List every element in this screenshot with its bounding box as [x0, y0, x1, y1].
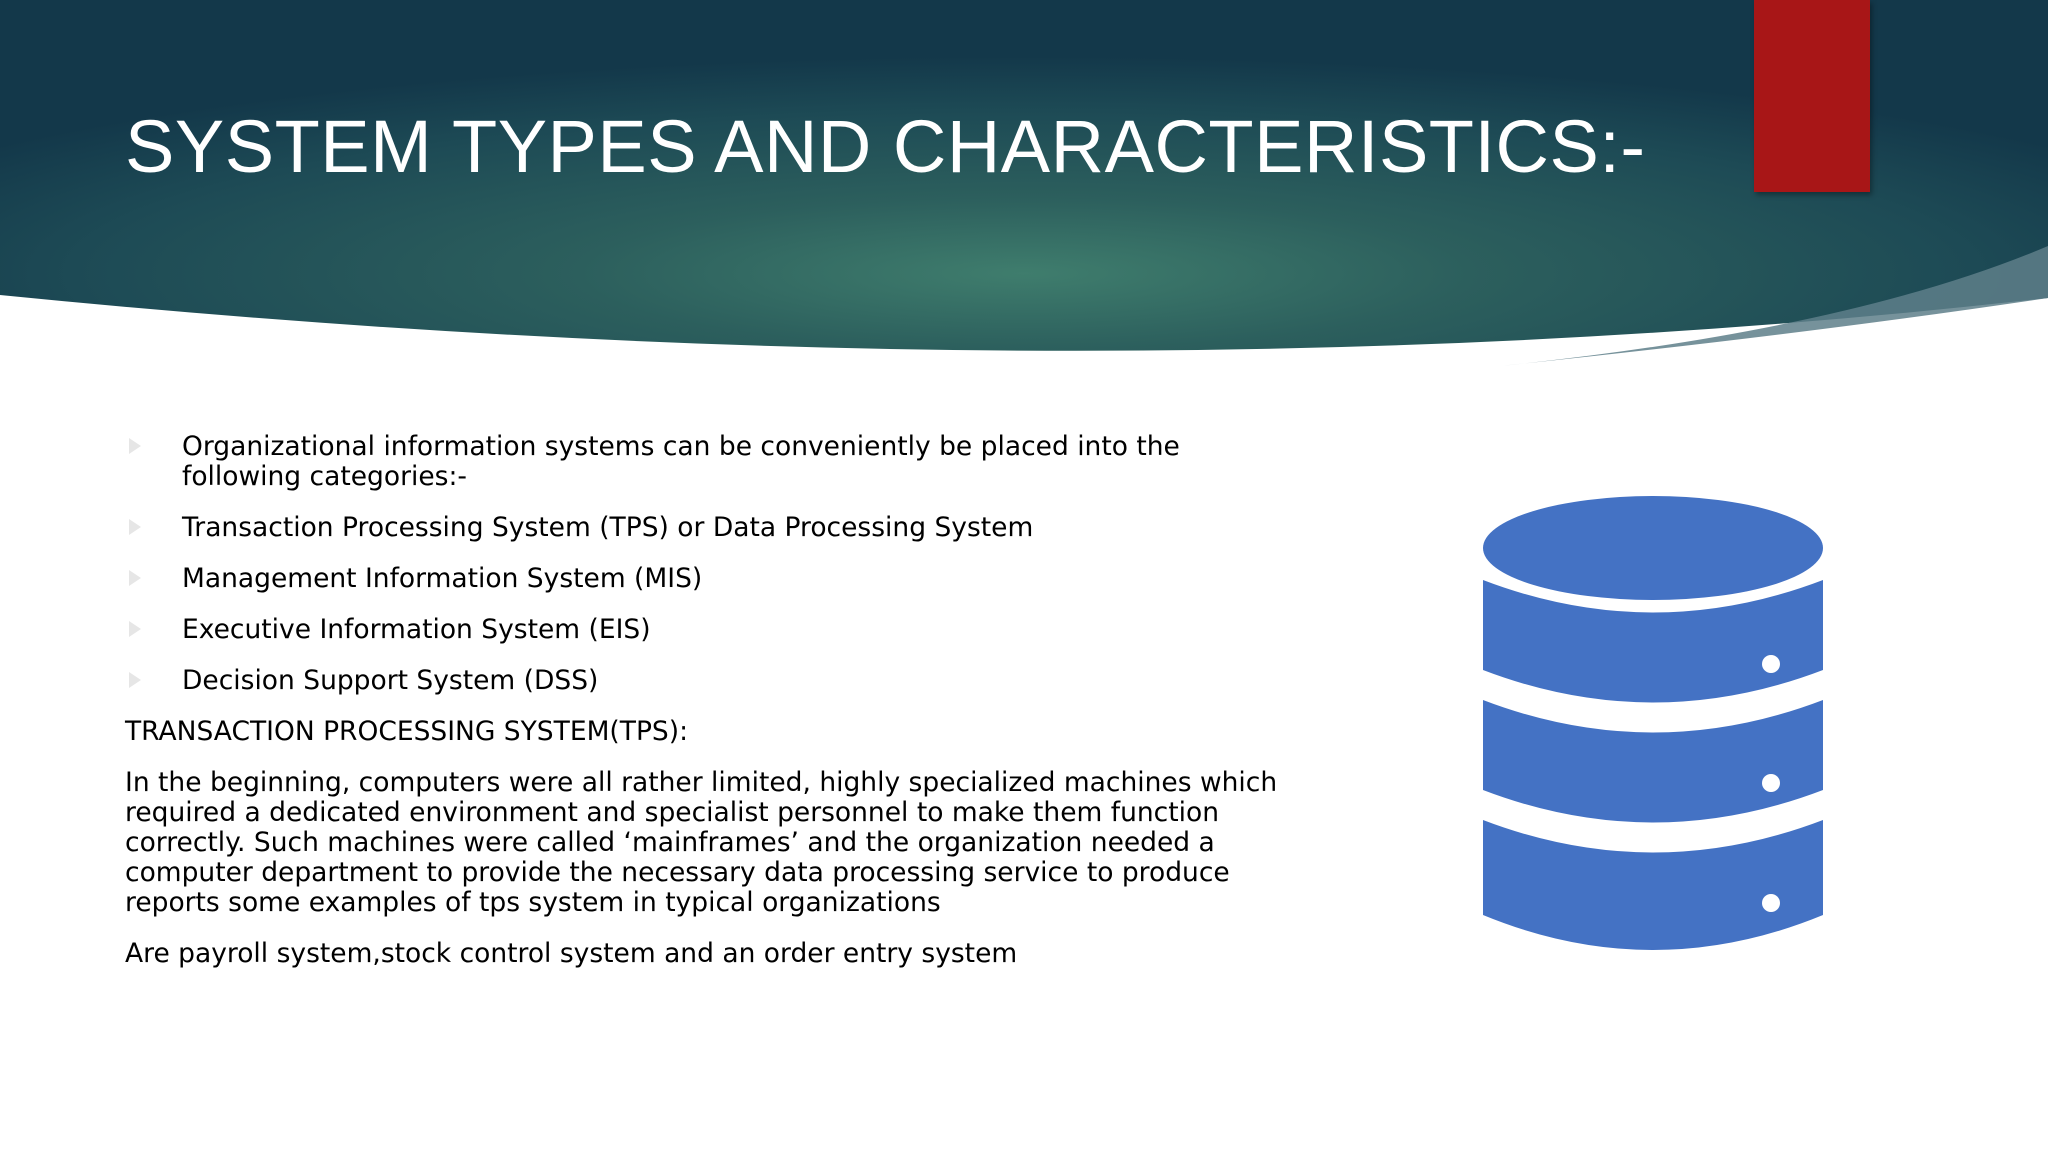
- bullet-text: Decision Support System (DSS): [182, 665, 599, 696]
- triangle-bullet-icon: [129, 438, 141, 454]
- triangle-bullet-icon: [129, 672, 141, 688]
- bullet-item: Decision Support System (DSS): [125, 666, 1300, 696]
- section-heading: TRANSACTION PROCESSING SYSTEM(TPS):: [125, 716, 689, 747]
- body-paragraph: Are payroll system,stock control system …: [125, 938, 1018, 969]
- header-banner: [0, 0, 2048, 366]
- body-paragraph: In the beginning, computers were all rat…: [125, 767, 1278, 918]
- triangle-bullet-icon: [129, 519, 141, 535]
- accent-tab: [1754, 0, 1870, 192]
- bullet-text: Transaction Processing System (TPS) or D…: [182, 512, 1034, 543]
- bullet-text: Organizational information systems can b…: [182, 431, 1180, 492]
- bullet-item: Organizational information systems can b…: [125, 432, 1300, 492]
- triangle-bullet-icon: [129, 570, 141, 586]
- bullet-text: Management Information System (MIS): [182, 563, 703, 594]
- bullet-item: Transaction Processing System (TPS) or D…: [125, 513, 1300, 543]
- bullet-text: Executive Information System (EIS): [182, 614, 651, 645]
- triangle-bullet-icon: [129, 621, 141, 637]
- bullet-item: Management Information System (MIS): [125, 564, 1300, 594]
- database-icon: [1483, 496, 1823, 950]
- slide-body: Organizational information systems can b…: [125, 432, 1300, 990]
- bullet-item: Executive Information System (EIS): [125, 615, 1300, 645]
- bullet-list: Organizational information systems can b…: [125, 432, 1300, 696]
- slide-title: SYSTEM TYPES AND CHARACTERISTICS:-: [125, 105, 1646, 188]
